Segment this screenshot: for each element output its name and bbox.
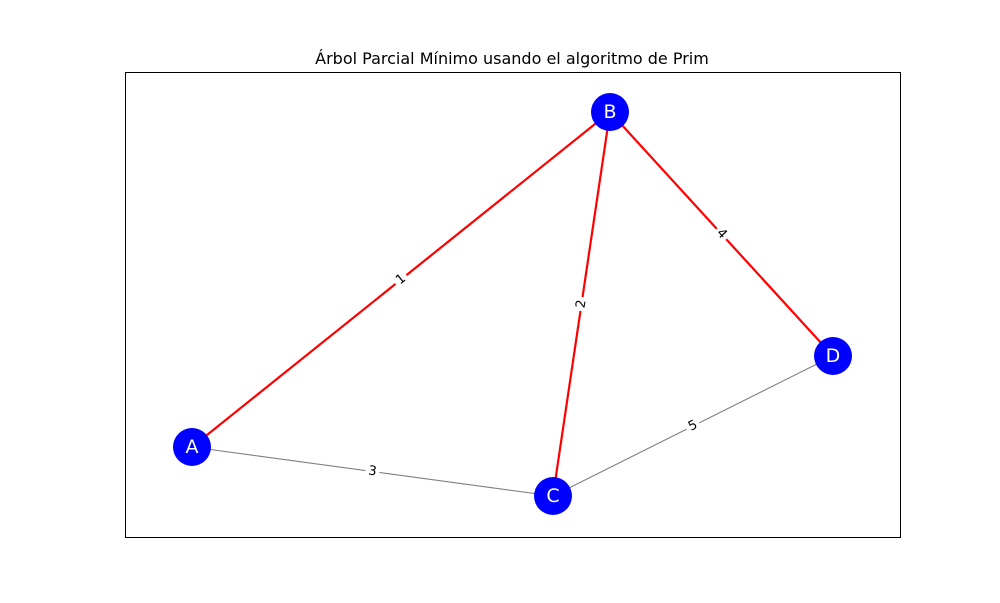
edge-weight-label: 2 [573,299,589,309]
edge-label-background [364,462,381,481]
edge-label-group: 1 [390,268,412,291]
edge-label-group: 5 [683,415,703,437]
node-circle [591,93,629,131]
node-label: A [186,436,199,458]
node-label: C [546,485,559,507]
node-d: D [814,337,852,375]
node-label: D [826,345,841,367]
edge-label-group: 4 [710,223,733,245]
edge-labels-layer: 1 2 4 3 5 [364,223,733,481]
node-b: B [591,93,629,131]
edge-label-background [390,268,412,291]
node-circle [173,428,211,466]
node-circle [814,337,852,375]
node-a: A [173,428,211,466]
node-label: B [603,101,616,123]
diagram-title: Árbol Parcial Mínimo usando el algoritmo… [315,49,709,68]
axes-frame [125,72,901,538]
edge-label-group: 2 [572,295,591,313]
edge-label-background [710,223,733,245]
nodes-layer: A B C D [173,93,852,515]
node-c: C [534,477,572,515]
edge-label-background [683,415,703,437]
edge-label-group: 3 [364,462,381,481]
edge-weight-label: 3 [367,464,377,480]
edge-label-background [572,295,591,313]
node-circle [534,477,572,515]
